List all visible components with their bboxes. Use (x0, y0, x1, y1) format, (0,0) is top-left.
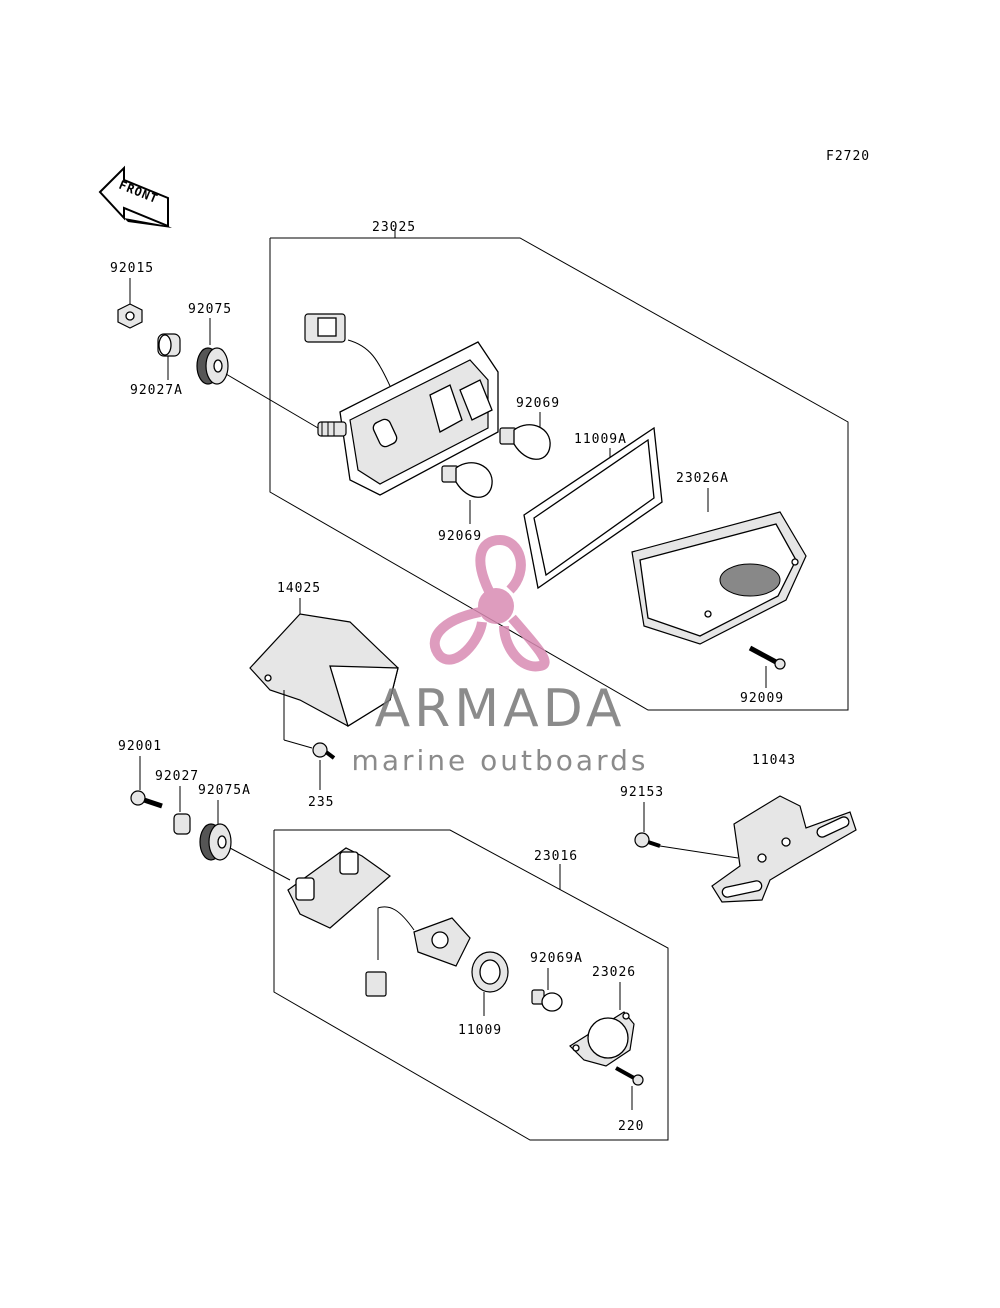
watermark-brand: ARMADA (375, 679, 626, 739)
label-11009a: 11009A (574, 432, 627, 447)
propeller-icon (429, 534, 550, 672)
label-220: 220 (618, 1119, 644, 1134)
label-92075a: 92075A (198, 783, 251, 798)
label-92075: 92075 (188, 302, 232, 317)
lamp-base-bracket-icon (287, 847, 391, 929)
bulb-92069-top-icon (499, 424, 551, 460)
label-92153: 92153 (620, 785, 664, 800)
label-92069-bottom: 92069 (438, 529, 482, 544)
label-14025: 14025 (277, 581, 321, 596)
nut-92015-icon (117, 303, 143, 329)
bulb-92069-bottom-icon (441, 462, 493, 498)
gasket-11009a-icon (523, 426, 663, 590)
label-23016: 23016 (534, 849, 578, 864)
screw-235-icon (312, 742, 336, 760)
license-bracket-11043-icon (711, 795, 857, 903)
armada-logo: ARMADA marine outboards (352, 534, 649, 777)
label-92001: 92001 (118, 739, 162, 754)
tail-lamp-housing-icon (304, 313, 499, 496)
assembly-outline-23025 (269, 228, 849, 711)
bulb-92069a-icon (531, 989, 563, 1012)
watermark-tagline: marine outboards (352, 744, 649, 777)
label-92069-top: 92069 (516, 396, 560, 411)
screw-220-icon (615, 1066, 644, 1086)
figure-code: F2720 (826, 149, 870, 164)
grommet-92075-icon (196, 347, 229, 385)
collar-92027-icon (173, 813, 191, 835)
label-92009: 92009 (740, 691, 784, 706)
socket-wire-icon (365, 906, 471, 997)
assembly-outline-23016 (273, 829, 669, 1141)
label-92069a: 92069A (530, 951, 583, 966)
grommet-92075a-icon (199, 823, 232, 861)
collar-92027a-icon (157, 333, 181, 357)
label-23026a: 23026A (676, 471, 729, 486)
label-235: 235 (308, 795, 334, 810)
label-11043: 11043 (752, 753, 796, 768)
cover-14025-icon (249, 613, 399, 727)
bolt-92001-icon (130, 790, 163, 809)
label-92015: 92015 (110, 261, 154, 276)
bolt-92153-icon (634, 832, 661, 848)
label-11009: 11009 (458, 1023, 502, 1038)
screw-92009-icon (748, 645, 786, 670)
gasket-11009-icon (471, 951, 509, 993)
lens-23026-icon (569, 1011, 635, 1067)
label-23026: 23026 (592, 965, 636, 980)
label-92027a: 92027A (130, 383, 183, 398)
front-arrow-icon: FRONT (98, 165, 172, 228)
lens-23026a-icon (631, 511, 807, 645)
label-92027: 92027 (155, 769, 199, 784)
label-23025: 23025 (372, 220, 416, 235)
